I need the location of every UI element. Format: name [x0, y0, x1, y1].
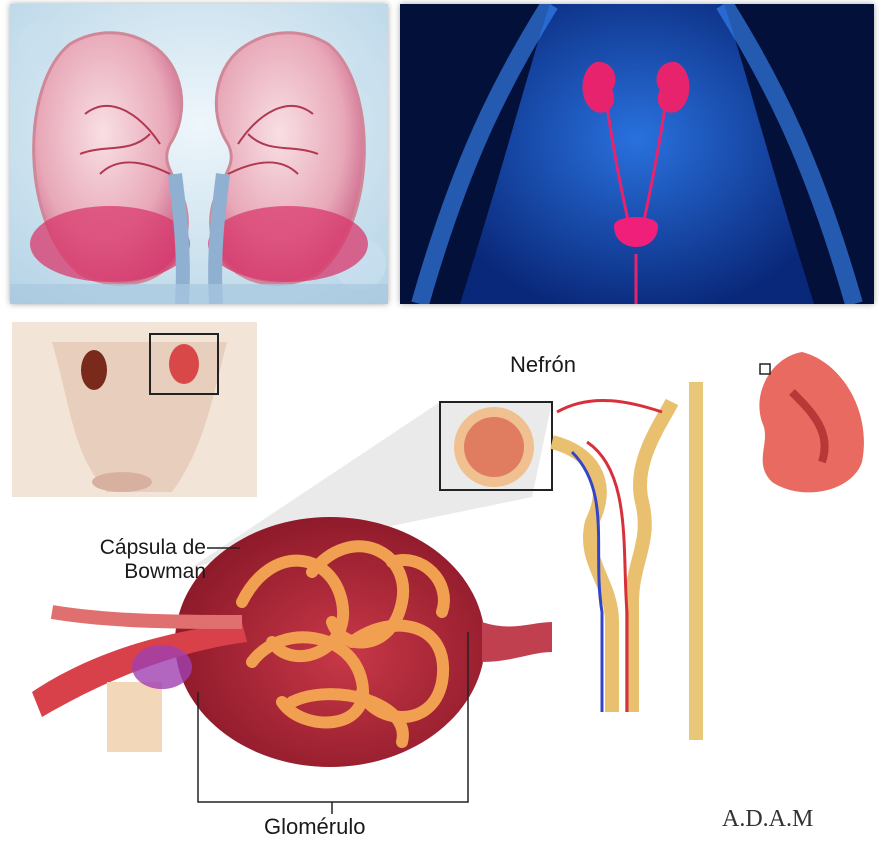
- glomerulus-label: Glomérulo: [264, 814, 365, 840]
- torso-inset: [12, 322, 257, 497]
- bowman-label-line1: Cápsula de: [26, 536, 206, 560]
- adam-brand-logo: A.D.A.M: [722, 806, 813, 833]
- kidneys-illustration: [10, 4, 388, 304]
- bowman-label-line2: Bowman: [26, 560, 206, 584]
- nephron-label: Nefrón: [510, 352, 576, 378]
- urinary-system-body-illustration: [400, 4, 874, 304]
- kidney-section-inset: [759, 352, 864, 492]
- right-kidney: [208, 33, 368, 284]
- bowman-capsule-label: Cápsula de Bowman: [26, 536, 206, 584]
- nephron-diagram: Cápsula de Bowman Nefrón Glomérulo A.D.A…: [12, 322, 876, 840]
- left-kidney: [30, 33, 190, 284]
